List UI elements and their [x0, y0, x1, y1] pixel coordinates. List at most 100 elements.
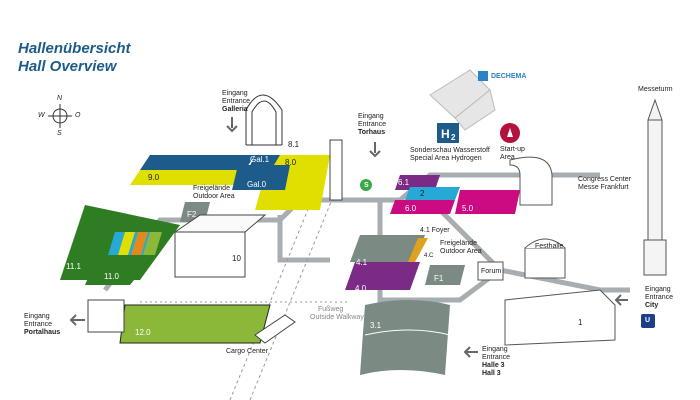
hall-label-5-0: 5.0: [462, 204, 474, 213]
hall-label-10: 10: [232, 254, 241, 263]
entrance-halle3[interactable]: Eingang Entrance Halle 3 Hall 3: [482, 346, 510, 378]
entrance-halle3-name2: Hall 3: [482, 370, 501, 377]
title-de: Hallenübersicht: [18, 40, 131, 57]
hall-label-f1: F1: [434, 274, 444, 283]
u-bahn-icon: [641, 314, 655, 328]
title-en: Hall Overview: [18, 58, 117, 75]
entrance-halle3-en: Entrance: [482, 354, 511, 361]
s-sign-label: S: [364, 182, 369, 189]
hall-label-12-0: 12.0: [135, 328, 151, 337]
hall-10[interactable]: [174, 231, 246, 278]
hall-label-2: 2: [420, 189, 425, 198]
entrance-city[interactable]: Eingang Entrance City: [645, 286, 673, 310]
hall-6-1[interactable]: [395, 175, 440, 190]
sonderschau-en-label: Special Area Hydrogen: [410, 155, 482, 162]
congress-label-1: Congress Center: [578, 176, 631, 183]
hall-label-1: 1: [578, 318, 583, 327]
festhalle-label: Festhalle: [535, 243, 564, 250]
dechema-label: DECHEMA: [491, 73, 527, 80]
hall-label-6-1: 6.1: [398, 178, 410, 187]
forum-label: Forum: [481, 268, 502, 275]
entrance-galleria[interactable]: Eingang Entrance Galleria: [222, 90, 250, 114]
dechema-logo-icon: [478, 71, 488, 81]
entrance-portalhaus-en: Entrance: [24, 321, 53, 328]
hall-4-1[interactable]: [350, 235, 425, 262]
compass-o: O: [75, 112, 81, 119]
hall-2-area[interactable]: [405, 187, 460, 200]
hall-label-gal0: Gal.0: [247, 180, 267, 189]
hall-4-1-foyer: [408, 238, 428, 262]
hall-label-6-0: 6.0: [405, 204, 417, 213]
galleria-halls[interactable]: [232, 165, 290, 190]
cargo-label: Cargo Center: [226, 348, 269, 355]
freigelaende-2-en: Outdoor Area: [440, 248, 482, 255]
hall-label-9-0: 9.0: [148, 173, 160, 182]
compass-w: W: [38, 112, 45, 119]
entrance-portalhaus-name: Portalhaus: [24, 329, 61, 336]
entrance-torhaus-en: Entrance: [358, 121, 387, 128]
h2-label: H: [441, 127, 450, 141]
cargo-center-building: [254, 314, 296, 344]
entrance-halle3-name1: Halle 3: [482, 362, 505, 369]
outside-walkway-line-2: [249, 179, 341, 400]
compass-s: S: [57, 130, 62, 137]
entrance-torhaus-name: Torhaus: [358, 129, 386, 136]
svg-text:2: 2: [451, 133, 456, 142]
compass-n: N: [57, 95, 63, 102]
s-bahn-icon: [360, 179, 372, 191]
hall-label-f2: F2: [187, 210, 197, 219]
galleria-dome-icon: [245, 94, 283, 146]
entrance-galleria-en: Entrance: [222, 98, 251, 105]
portalhaus-building: [87, 299, 125, 333]
entrance-city-de: Eingang: [645, 286, 671, 293]
compass-icon: [48, 104, 72, 128]
hall-f1[interactable]: [425, 265, 465, 285]
startup-label-2: Area: [500, 154, 515, 161]
entrance-arrow-icons: [69, 117, 628, 358]
hall-3-1[interactable]: [360, 300, 450, 375]
entrance-torhaus-de: Eingang: [358, 113, 384, 120]
entrance-galleria-de: Eingang: [222, 90, 248, 97]
torhaus-building: [329, 139, 343, 201]
entrance-torhaus[interactable]: Eingang Entrance Torhaus: [358, 113, 386, 137]
congress-center-building[interactable]: [509, 156, 553, 206]
hall-12-0[interactable]: [119, 304, 271, 344]
entrance-galleria-name: Galleria: [222, 106, 248, 113]
hall-label-11-1: 11.1: [66, 262, 81, 271]
sonderschau-de-label: Sonderschau Wasserstoff: [410, 147, 490, 154]
forum-building[interactable]: [477, 261, 504, 281]
freigelaende-2-de: Freigelände: [440, 240, 477, 247]
hall-label-gal1: Gal.1: [250, 155, 270, 164]
entrance-portalhaus[interactable]: Eingang Entrance Portalhaus: [24, 313, 60, 337]
entrance-city-en: Entrance: [645, 294, 674, 301]
hall-label-4c: 4.C: [424, 253, 434, 259]
hall-9-1[interactable]: [140, 155, 255, 170]
fussweg-label-2: Outside Walkway: [310, 314, 364, 321]
messeturm-tower: [643, 98, 667, 276]
messeturm-label: Messeturm: [638, 86, 673, 93]
hall-9-0[interactable]: [130, 170, 245, 185]
entrance-portalhaus-de: Eingang: [24, 313, 50, 320]
outside-walkway-line: [229, 179, 321, 400]
hall-6-0[interactable]: [390, 200, 455, 214]
hall-label-4-0: 4.0: [355, 284, 367, 293]
hall-1[interactable]: [504, 289, 616, 346]
hall-label-4-1: 4.1: [356, 258, 368, 267]
hall-label-3-1: 3.1: [370, 321, 382, 330]
freigelaende-1-de: Freigelände: [193, 185, 230, 192]
festhalle-building[interactable]: [524, 238, 566, 279]
dechema-building: [429, 69, 496, 131]
fussweg-label-1: Fußweg: [318, 306, 344, 313]
congress-label-2: Messe Frankfurt: [578, 184, 629, 191]
startup-rocket-icon: [500, 123, 520, 143]
hall-label-8-1: 8.1: [288, 140, 300, 149]
hydrogen-badge-icon: H 2: [437, 123, 459, 143]
freigelaende-1-en: Outdoor Area: [193, 193, 235, 200]
hall-4-0[interactable]: [345, 262, 420, 290]
startup-label-1: Start-up: [500, 146, 525, 153]
entrance-city-name: City: [645, 302, 659, 309]
hall-label-11-0: 11.0: [104, 272, 119, 281]
hall-5-0[interactable]: [455, 190, 520, 214]
hall-label-8-0: 8.0: [285, 158, 297, 167]
